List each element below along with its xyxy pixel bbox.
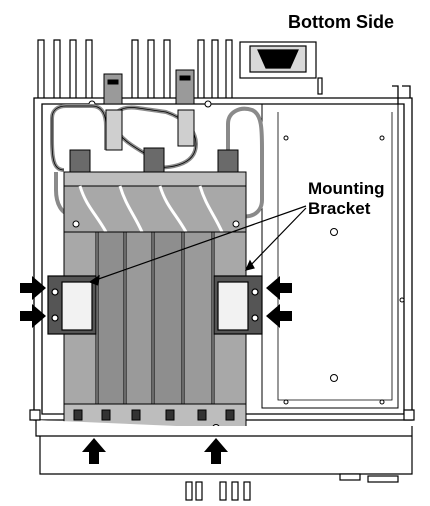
combiner-panel	[63, 171, 247, 233]
callout-line-1: Mounting	[308, 179, 384, 198]
mounting-bracket-left	[47, 275, 97, 335]
mounting-bracket-right	[213, 275, 263, 335]
arrows	[20, 276, 292, 464]
fan-housing	[239, 41, 323, 95]
arrow-up-icon	[82, 438, 106, 464]
diagram-title: Bottom Side	[288, 12, 394, 32]
heatsink-fins	[37, 39, 233, 98]
arrow-left-icon	[266, 304, 292, 328]
arrow-right-icon	[20, 276, 46, 300]
arrow-up-icon	[204, 438, 228, 464]
callout-label: Mounting Bracket	[308, 179, 384, 218]
callout-line-2: Bracket	[308, 199, 371, 218]
top-connectors	[69, 69, 239, 173]
leader-lines	[88, 205, 307, 286]
arrow-right-icon	[20, 304, 46, 328]
arrow-left-icon	[266, 276, 292, 300]
